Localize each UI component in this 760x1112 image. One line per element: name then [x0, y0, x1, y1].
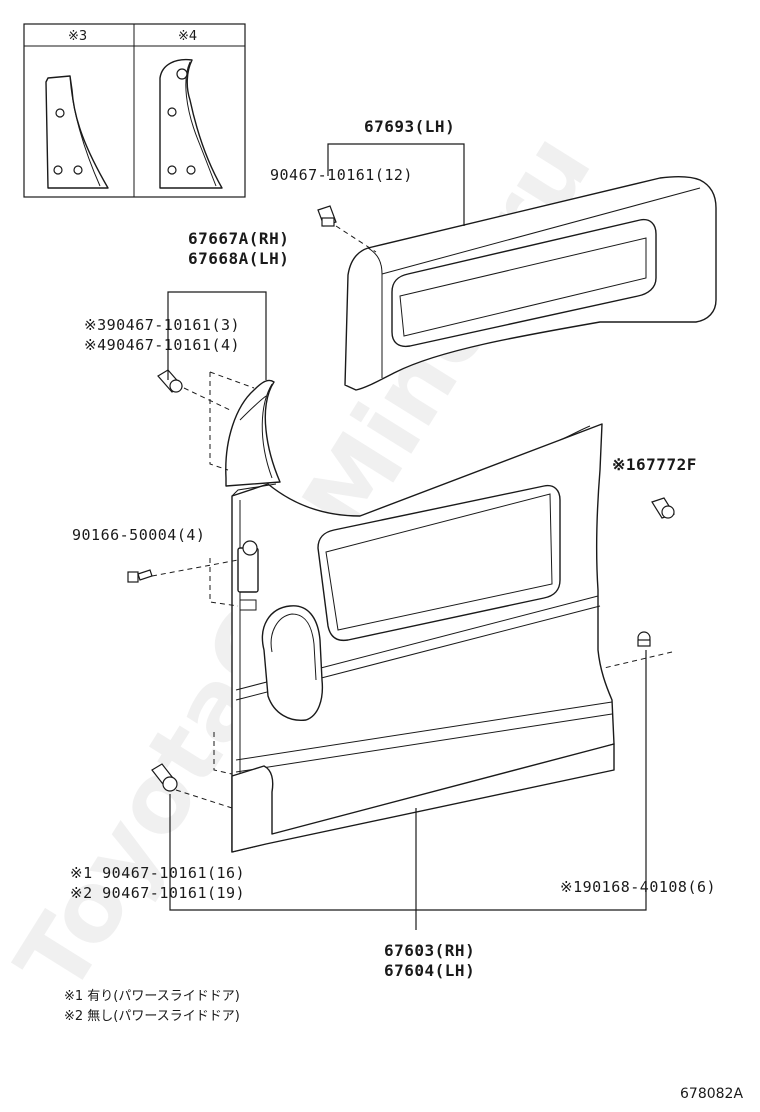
pillar-clip-4-label: ※490467-10161(4) — [84, 336, 240, 354]
door-panel-rh-label: 67603(RH) — [384, 941, 475, 960]
rear-clip-icon — [317, 205, 337, 227]
lower-clip-1-label: ※1 90467-10161(16) — [70, 864, 245, 882]
diagram-ref: 678082A — [680, 1086, 743, 1102]
screw-label: 90166-50004(4) — [72, 526, 205, 544]
rear-panel-label: 67693(LH) — [364, 117, 455, 136]
door-panel-drawing — [231, 423, 615, 853]
rear-clip-label: 90467-10161(12) — [270, 166, 413, 184]
lower-right-clip-label: ※190168-40108(6) — [560, 878, 716, 896]
screw-icon — [127, 569, 153, 583]
pillar-clip-icon — [157, 369, 183, 393]
pillar-lh-label: 67668A(LH) — [188, 249, 289, 268]
lower-clip-icon — [151, 763, 178, 792]
dashed-guides — [151, 225, 673, 809]
side-clip-label: ※167772F — [612, 455, 697, 474]
note-2: ※2 無し(パワースライドドア) — [64, 1009, 240, 1024]
inset-col2-label: ※4 — [178, 29, 197, 44]
pillar-trim-drawing — [225, 379, 281, 487]
pillar-type4-drawing — [159, 58, 223, 189]
rear-panel-drawing — [344, 175, 717, 391]
pillar-clip-3-label: ※390467-10161(3) — [84, 316, 240, 334]
lower-clip-2-label: ※2 90467-10161(19) — [70, 884, 245, 902]
pillar-rh-label: 67667A(RH) — [188, 229, 289, 248]
door-panel-lh-label: 67604(LH) — [384, 961, 475, 980]
inset-box: ※3 ※4 — [23, 23, 246, 198]
leader-lines — [167, 143, 647, 930]
side-clip-icon — [651, 497, 675, 519]
inset-col1-label: ※3 — [68, 29, 87, 44]
lower-right-clip-icon — [637, 631, 651, 647]
pillar-type3-drawing — [45, 75, 109, 189]
note-1: ※1 有り(パワースライドドア) — [64, 989, 240, 1004]
